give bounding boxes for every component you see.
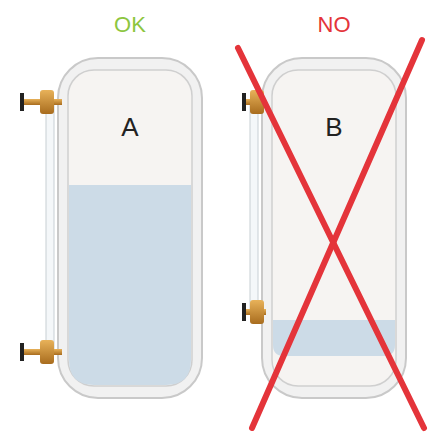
tank-node: OK A <box>60 12 200 392</box>
red-cross <box>238 40 424 428</box>
verdict-label: OK <box>60 12 200 38</box>
tank-a <box>20 58 202 398</box>
tank-node: NO B <box>264 12 404 392</box>
tank-letter: B <box>264 112 404 143</box>
tank-letter: A <box>60 112 200 143</box>
verdict-label: NO <box>264 12 404 38</box>
